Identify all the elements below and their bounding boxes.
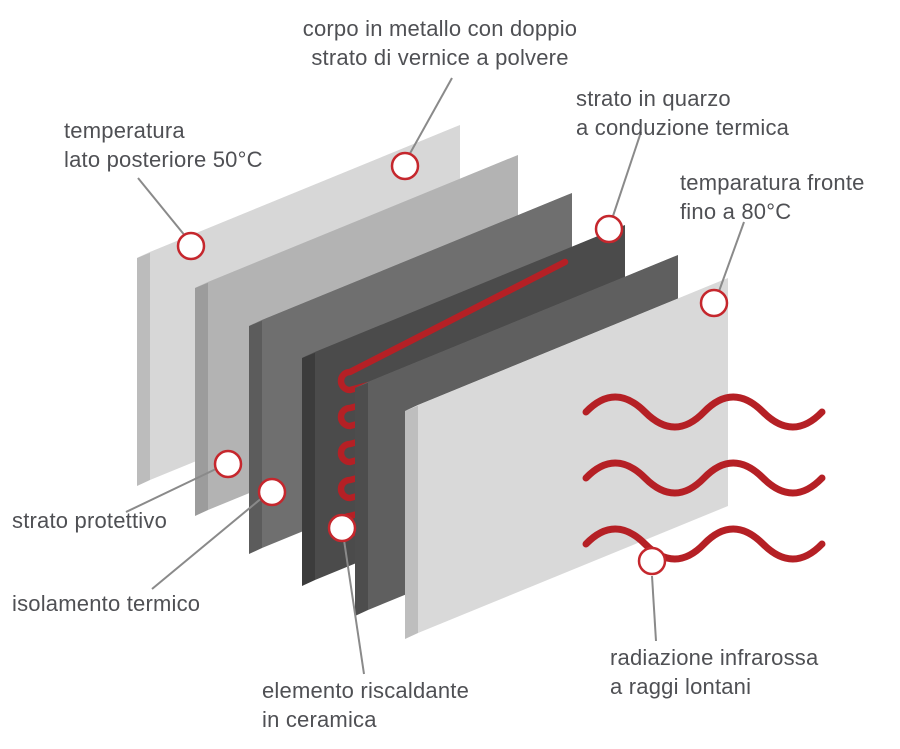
label-temperatura-posteriore: temperatura lato posteriore 50°C (64, 118, 263, 173)
layer-front-panel-side (405, 405, 418, 639)
infrared-waves (582, 393, 826, 563)
layer-front-panel (405, 278, 728, 639)
label-isolamento-termico: isolamento termico (12, 591, 201, 616)
infrared-wave-3 (582, 525, 826, 563)
callout-line-strato-protettivo (125, 467, 219, 513)
callout-circle-strato-quarzo (594, 214, 624, 244)
callout-circle-corpo (390, 151, 420, 181)
callout-circle-temperatura-fronte (699, 288, 729, 318)
label-corpo-metallo: corpo in metallo con doppio strato di ve… (302, 16, 578, 71)
callout-lines (125, 77, 745, 675)
label-radiazione: radiazione infrarossa a raggi lontani (610, 645, 819, 700)
callout-line-corpo (407, 77, 453, 158)
callout-circle-temperatura-posteriore (176, 231, 206, 261)
callout-line-elemento (343, 539, 365, 675)
callout-line-isolamento (151, 496, 264, 590)
layer-protective-side (195, 282, 208, 516)
infrared-wave-1 (582, 393, 826, 431)
label-temperatura-fronte: temparatura fronte fino a 80°C (680, 170, 865, 225)
layer-insulation-side (249, 320, 262, 554)
label-strato-quarzo: strato in quarzo a conduzione termica (576, 86, 790, 141)
layer-metal-body-side (137, 252, 150, 486)
callout-circles (176, 151, 729, 576)
callout-line-temperatura-posteriore (137, 177, 187, 238)
callout-circle-elemento (327, 513, 357, 543)
callout-line-temperatura-fronte (717, 221, 745, 295)
layer-front-panel-face (418, 278, 728, 633)
layer-quartz-side (355, 382, 368, 616)
callout-circle-radiazione (637, 546, 667, 576)
callout-circle-isolamento (257, 477, 287, 507)
label-strato-protettivo: strato protettivo (12, 508, 168, 533)
callout-line-strato-quarzo (611, 131, 642, 220)
infrared-wave-2 (582, 459, 826, 497)
label-elemento-riscaldante: elemento riscaldante in ceramica (262, 678, 470, 733)
layer-heating-carrier-side (302, 352, 315, 586)
callout-line-radiazione (651, 575, 657, 642)
callout-circle-strato-protettivo (213, 449, 243, 479)
